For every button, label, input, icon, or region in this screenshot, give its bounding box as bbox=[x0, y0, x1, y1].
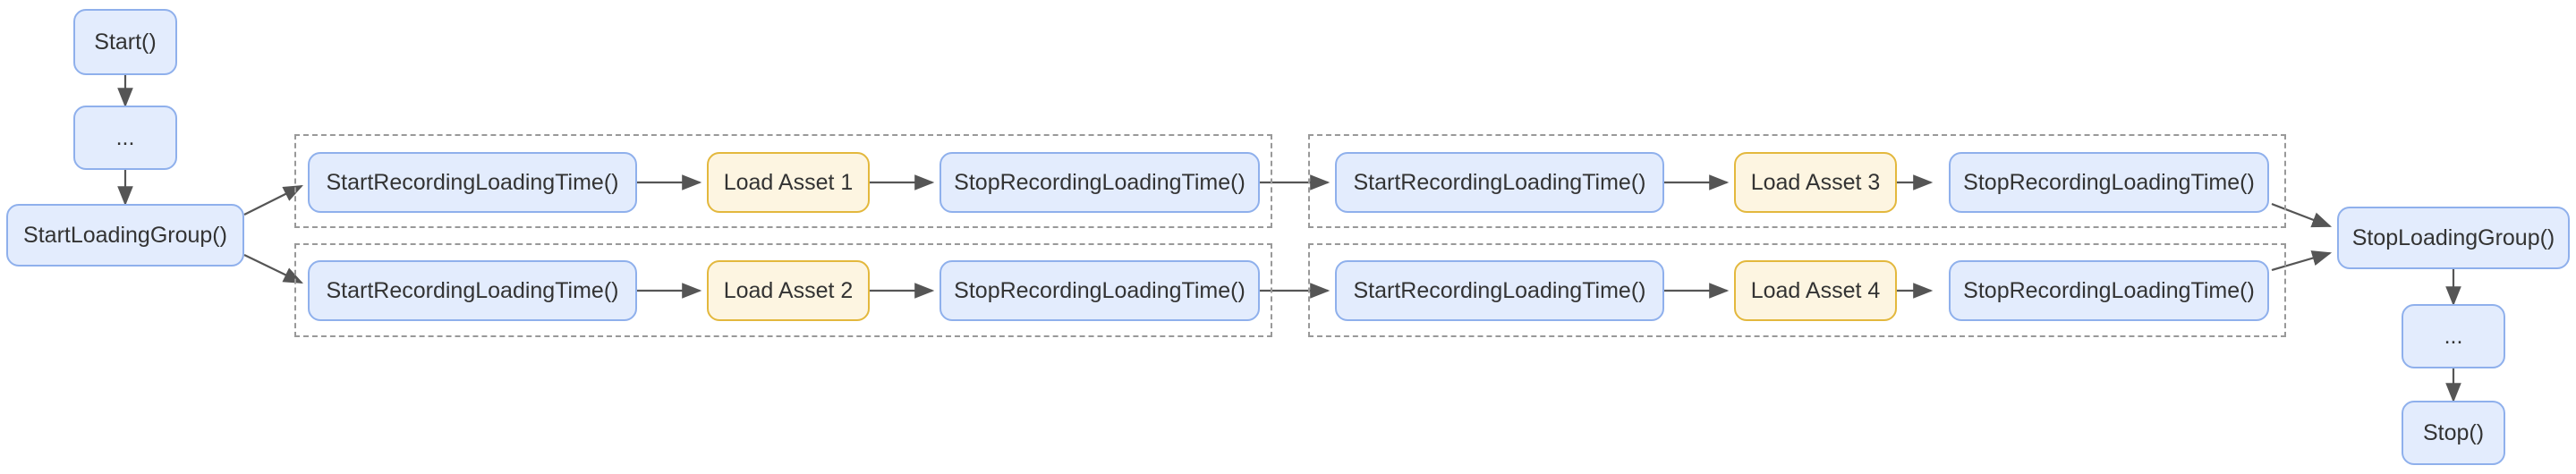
node-g1r2-start-recording-label: StartRecordingLoadingTime() bbox=[326, 277, 619, 303]
node-start-loading-group-label: StartLoadingGroup() bbox=[23, 222, 227, 248]
node-stop[interactable]: Stop() bbox=[2402, 401, 2505, 465]
node-g2r2-stop-recording[interactable]: StopRecordingLoadingTime() bbox=[1949, 260, 2269, 321]
node-g1r2-start-recording[interactable]: StartRecordingLoadingTime() bbox=[308, 260, 637, 321]
node-g1r1-stop-recording-label: StopRecordingLoadingTime() bbox=[954, 169, 1245, 195]
node-start[interactable]: Start() bbox=[73, 9, 177, 75]
node-g2r2-stop-recording-label: StopRecordingLoadingTime() bbox=[1963, 277, 2255, 303]
group-box-2-row-1 bbox=[1308, 134, 2286, 228]
node-ellipsis-top-label: ... bbox=[115, 124, 135, 150]
node-g2r1-start-recording[interactable]: StartRecordingLoadingTime() bbox=[1335, 152, 1664, 213]
node-g2r2-load-asset[interactable]: Load Asset 4 bbox=[1734, 260, 1897, 321]
edge-startloadinggroup-to-g1r1 bbox=[243, 185, 303, 216]
node-g2r1-start-recording-label: StartRecordingLoadingTime() bbox=[1353, 169, 1646, 195]
node-g1r1-stop-recording[interactable]: StopRecordingLoadingTime() bbox=[939, 152, 1260, 213]
node-g2r2-start-recording[interactable]: StartRecordingLoadingTime() bbox=[1335, 260, 1664, 321]
node-start-label: Start() bbox=[94, 29, 157, 55]
node-g1r1-start-recording[interactable]: StartRecordingLoadingTime() bbox=[308, 152, 637, 213]
group-box-2-row-2 bbox=[1308, 243, 2286, 337]
node-g1r1-load-asset[interactable]: Load Asset 1 bbox=[707, 152, 870, 213]
node-g2r1-load-asset-label: Load Asset 3 bbox=[1750, 169, 1881, 195]
edge-startloadinggroup-to-g1r2 bbox=[243, 254, 303, 284]
node-g1r2-load-asset[interactable]: Load Asset 2 bbox=[707, 260, 870, 321]
group-box-1-row-1 bbox=[294, 134, 1272, 228]
node-ellipsis-bottom[interactable]: ... bbox=[2402, 304, 2505, 368]
node-g2r1-stop-recording[interactable]: StopRecordingLoadingTime() bbox=[1949, 152, 2269, 213]
node-ellipsis-bottom-label: ... bbox=[2444, 323, 2463, 349]
node-g1r1-load-asset-label: Load Asset 1 bbox=[723, 169, 854, 195]
node-start-loading-group[interactable]: StartLoadingGroup() bbox=[6, 204, 244, 267]
node-g1r2-stop-recording-label: StopRecordingLoadingTime() bbox=[954, 277, 1245, 303]
node-g1r2-load-asset-label: Load Asset 2 bbox=[723, 277, 854, 303]
node-g1r1-start-recording-label: StartRecordingLoadingTime() bbox=[326, 169, 619, 195]
node-g1r2-stop-recording[interactable]: StopRecordingLoadingTime() bbox=[939, 260, 1260, 321]
node-stop-loading-group[interactable]: StopLoadingGroup() bbox=[2337, 207, 2570, 269]
node-g2r2-start-recording-label: StartRecordingLoadingTime() bbox=[1353, 277, 1646, 303]
group-box-1-row-2 bbox=[294, 243, 1272, 337]
node-stop-label: Stop() bbox=[2422, 419, 2485, 445]
node-g2r1-stop-recording-label: StopRecordingLoadingTime() bbox=[1963, 169, 2255, 195]
node-g2r2-load-asset-label: Load Asset 4 bbox=[1750, 277, 1881, 303]
node-ellipsis-top[interactable]: ... bbox=[73, 106, 177, 170]
node-stop-loading-group-label: StopLoadingGroup() bbox=[2351, 224, 2555, 250]
node-g2r1-load-asset[interactable]: Load Asset 3 bbox=[1734, 152, 1897, 213]
